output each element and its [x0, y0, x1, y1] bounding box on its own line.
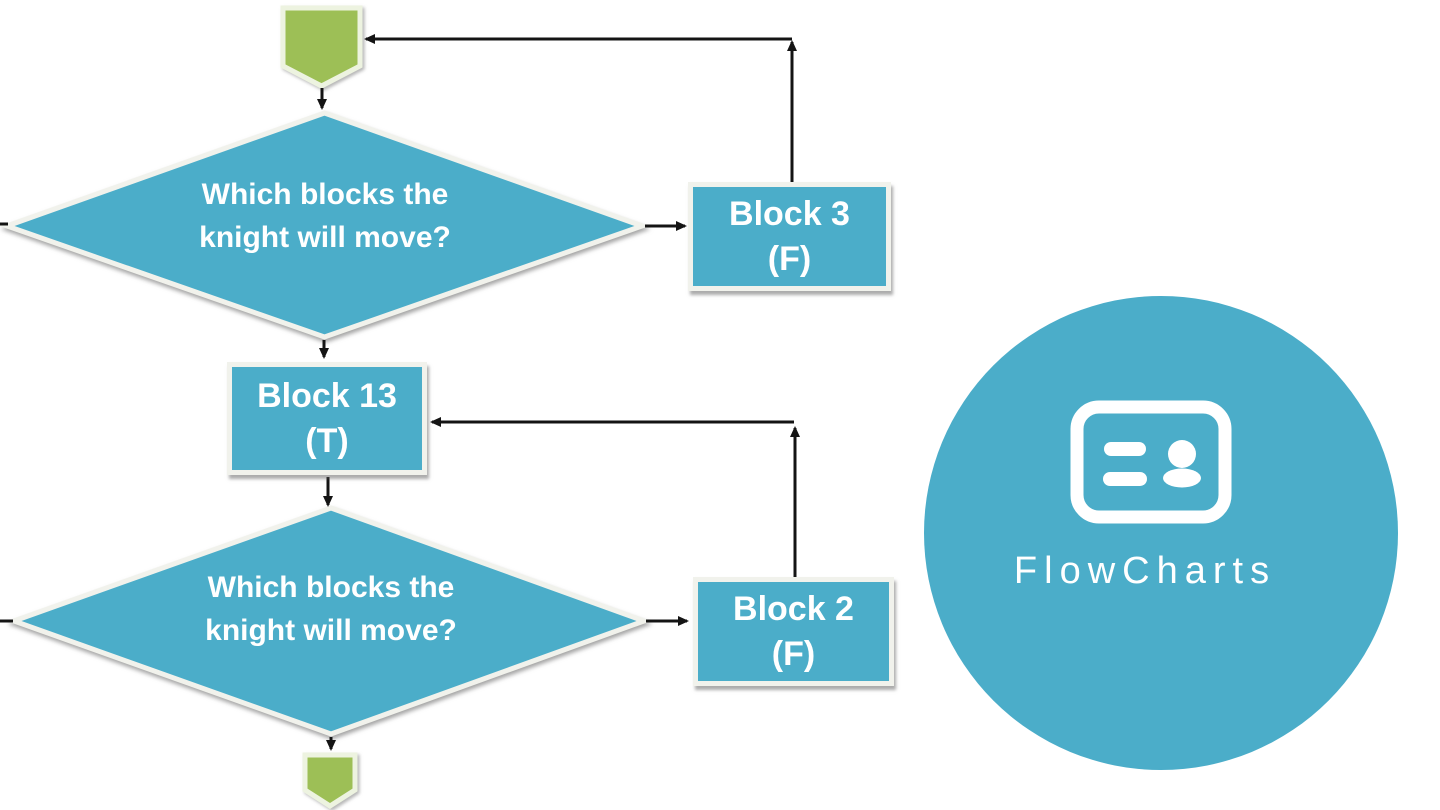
- process-block-13: Block 13 (T): [227, 362, 427, 475]
- end-pentagon-shape: [302, 752, 358, 809]
- block-3-state: (F): [767, 239, 812, 278]
- flowcharts-badge-circle: [924, 296, 1398, 770]
- decision-1-shape: [0, 110, 650, 340]
- contact-card-icon: [1070, 400, 1232, 524]
- process-block-2: Block 2 (F): [693, 577, 894, 686]
- block-13-state: (T): [305, 421, 349, 460]
- process-block-3: Block 3 (F): [688, 182, 891, 291]
- decision-2-label: Which blocks the knight will move?: [205, 571, 457, 647]
- start-pentagon-shape: [280, 5, 363, 89]
- block-13-title: Block 13: [257, 376, 397, 415]
- block-2-state: (F): [771, 634, 816, 673]
- decision-1-label: Which blocks the knight will move?: [199, 178, 451, 254]
- decision-2-shape: [6, 505, 652, 737]
- block-3-title: Block 3: [729, 194, 850, 233]
- flowcharts-wordmark: FlowCharts: [1013, 550, 1277, 592]
- block-2-title: Block 2: [733, 589, 854, 628]
